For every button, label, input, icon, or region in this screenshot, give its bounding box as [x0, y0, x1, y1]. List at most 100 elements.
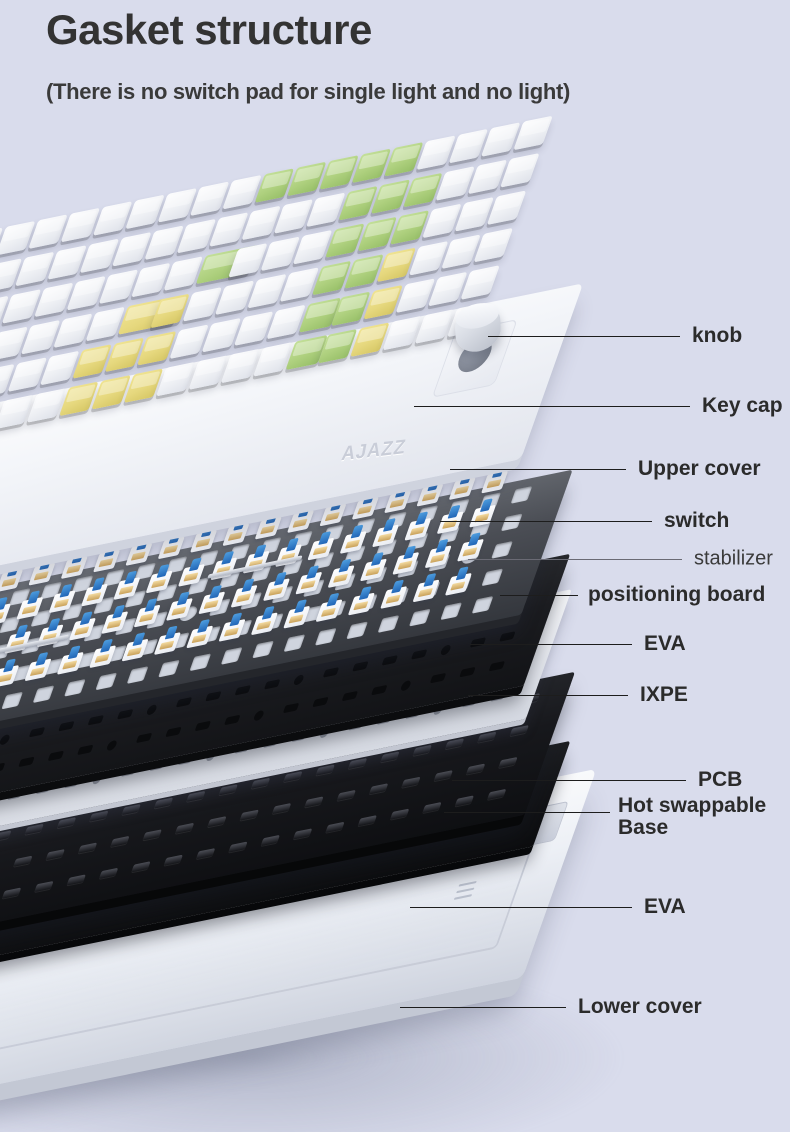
mechanical-switch	[92, 549, 121, 573]
eva-hole	[224, 714, 241, 726]
mechanical-switch	[89, 645, 117, 669]
keycap	[222, 174, 262, 210]
ixpe-hole	[348, 721, 364, 731]
mechanical-switch	[295, 571, 323, 595]
eva-hole	[77, 744, 94, 756]
keycap	[157, 188, 198, 223]
eva-hole	[116, 708, 134, 720]
mechanical-switch	[177, 563, 206, 587]
eva-hole	[282, 702, 300, 714]
mechanical-switch	[250, 612, 278, 636]
mechanical-switch	[315, 599, 343, 623]
ixpe-hole	[376, 715, 392, 725]
eva-hole	[399, 679, 412, 692]
mechanical-switch	[286, 510, 315, 533]
keycap	[376, 247, 417, 283]
mechanical-switch	[28, 562, 56, 586]
mechanical-switch	[327, 565, 355, 588]
hot-swap-socket	[422, 801, 442, 814]
hot-swap-socket	[153, 797, 174, 809]
callout-label-switch: switch	[664, 509, 730, 532]
mechanical-switch	[48, 590, 76, 614]
hot-swap-socket	[110, 835, 130, 847]
keycap	[317, 328, 358, 364]
callout-label-eva-upper: EVA	[644, 632, 686, 655]
callout-label-stabilizer: stabilizer	[694, 547, 773, 570]
mechanical-switch	[121, 638, 149, 662]
eva-hole	[322, 667, 340, 678]
keycap	[286, 161, 327, 197]
mechanical-switch	[371, 524, 400, 548]
eva-hole	[410, 649, 428, 660]
hot-swap-socket	[292, 828, 313, 840]
eva-hole	[0, 733, 11, 746]
callout-lower-cover: Lower cover	[400, 995, 790, 1019]
keycap	[209, 212, 249, 247]
keycap-grid	[0, 108, 589, 436]
keycap	[500, 153, 540, 188]
keycap	[260, 236, 301, 272]
hot-swap-socket	[315, 764, 335, 776]
ixpe-hole	[149, 761, 165, 772]
keycap	[448, 128, 489, 164]
keycap	[363, 284, 403, 320]
keycap	[383, 141, 424, 177]
mechanical-switch	[16, 596, 44, 620]
leader-line-ixpe	[468, 695, 628, 696]
ixpe-hole	[120, 767, 136, 777]
keycap	[338, 185, 378, 221]
keycap	[350, 322, 390, 357]
keycap	[311, 260, 352, 296]
keycap	[125, 194, 165, 230]
eva-hole	[194, 720, 212, 732]
eva-hole	[439, 644, 452, 656]
hot-swap-socket	[412, 744, 432, 756]
eva-hole	[312, 696, 329, 708]
hot-swap-socket	[89, 810, 109, 822]
mechanical-switch	[145, 570, 173, 594]
callout-label-ixpe: IXPE	[640, 683, 688, 706]
keycap	[233, 311, 274, 346]
keycap	[306, 192, 346, 228]
eva-hole	[18, 756, 35, 768]
mechanical-switch	[383, 490, 412, 514]
leader-line-switch	[440, 521, 652, 522]
hot-swap-socket	[433, 770, 453, 782]
keycap	[144, 225, 184, 260]
mechanical-switch	[444, 572, 472, 596]
eva-hole	[87, 714, 105, 726]
mechanical-switch	[68, 617, 97, 641]
keycap	[188, 355, 228, 390]
hot-swap-socket	[283, 771, 303, 783]
keycap	[131, 262, 171, 298]
hot-swap-socket	[98, 867, 119, 879]
keycap	[389, 210, 430, 245]
callout-label-upper-cover: Upper cover	[638, 457, 761, 480]
ixpe-hole	[35, 785, 51, 795]
leader-line-pcb	[452, 780, 686, 781]
callout-key-cap: Key cap	[414, 394, 790, 418]
eva-hole	[459, 666, 476, 678]
keycap	[34, 282, 74, 318]
ixpe-hole	[7, 790, 23, 801]
ixpe-hole	[177, 756, 193, 766]
hot-swap-socket	[186, 790, 206, 802]
keycap	[59, 381, 99, 417]
hot-swap-socket	[250, 777, 271, 789]
hot-swap-socket	[218, 784, 238, 796]
hot-swap-socket	[228, 841, 248, 853]
mechanical-switch	[165, 598, 194, 621]
callout-stabilizer: stabilizer	[468, 547, 790, 571]
ixpe-hole	[318, 728, 330, 739]
hot-swap-socket	[368, 783, 389, 795]
hot-swap-socket	[45, 849, 65, 861]
mechanical-switch	[262, 578, 291, 602]
keycap	[428, 271, 468, 307]
leader-line-stabilizer	[468, 559, 682, 560]
ixpe-hole	[432, 705, 444, 716]
keycap	[325, 223, 365, 258]
hot-swap-socket	[0, 830, 12, 842]
exploded-keyboard-diagram: AJAZZ	[0, 0, 620, 1132]
hot-swap-socket	[477, 731, 497, 743]
